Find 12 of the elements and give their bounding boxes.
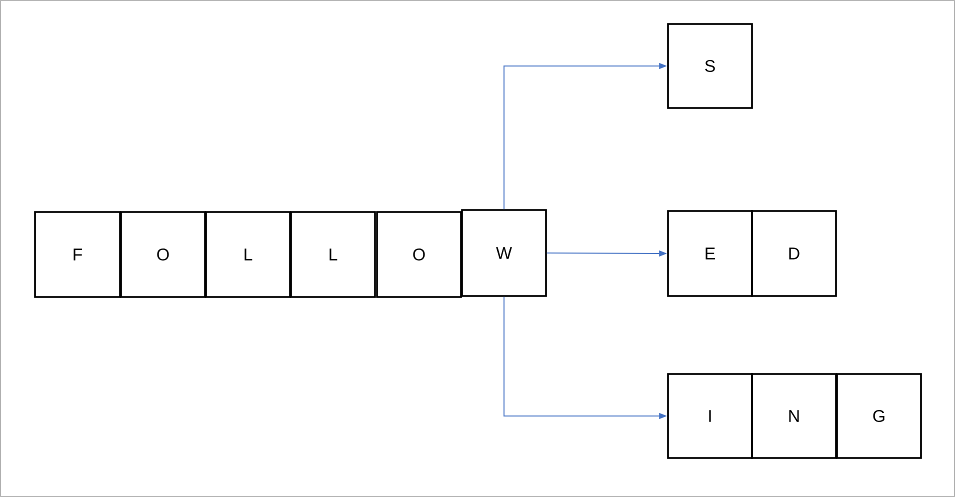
letter-box: F xyxy=(34,211,121,298)
letter-box: O xyxy=(376,211,462,298)
letter-box: L xyxy=(205,211,291,298)
letter-box: I xyxy=(667,373,753,459)
letter-box: O xyxy=(120,211,206,298)
letter-box: N xyxy=(751,373,837,459)
letter-box: D xyxy=(751,210,837,297)
letter-box: S xyxy=(667,23,753,109)
letter-box: L xyxy=(290,211,376,298)
letter-box: W xyxy=(461,209,547,297)
letter-box: G xyxy=(836,373,922,459)
letter-box: E xyxy=(667,210,753,297)
